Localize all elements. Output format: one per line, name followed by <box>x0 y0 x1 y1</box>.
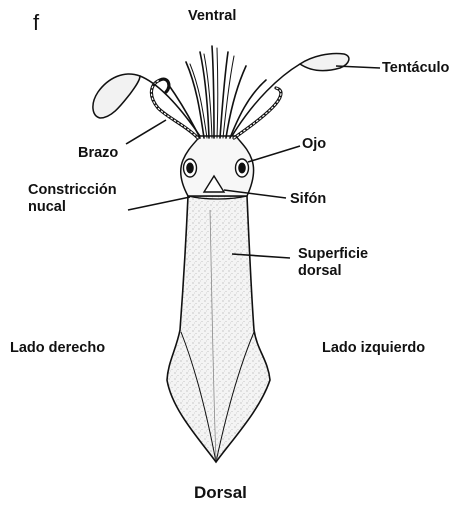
label-lado-izquierdo: Lado izquierdo <box>322 340 425 357</box>
label-sifon: Sifón <box>290 191 326 208</box>
label-superficie-line1: Superficie <box>298 246 368 263</box>
label-ventral: Ventral <box>188 8 236 25</box>
tentacle-club-right <box>300 53 349 70</box>
label-superficie-line2: dorsal <box>298 263 368 280</box>
leader-ojo <box>248 146 300 162</box>
label-superficie-dorsal: Superficie dorsal <box>298 246 368 280</box>
leader-constriccion <box>128 197 190 210</box>
mantle <box>167 196 270 462</box>
label-constriccion-nucal: Constricción nucal <box>28 182 117 216</box>
label-ojo: Ojo <box>302 136 326 153</box>
leader-brazo <box>126 120 166 144</box>
label-constriccion-line2: nucal <box>28 199 117 216</box>
label-brazo: Brazo <box>78 145 118 162</box>
label-tentaculo: Tentáculo <box>382 60 449 77</box>
label-constriccion-line1: Constricción <box>28 182 117 199</box>
tentacle-club-left <box>93 74 140 118</box>
label-lado-derecho: Lado derecho <box>10 340 105 357</box>
leader-tentaculo <box>336 66 380 68</box>
label-dorsal: Dorsal <box>194 484 247 501</box>
